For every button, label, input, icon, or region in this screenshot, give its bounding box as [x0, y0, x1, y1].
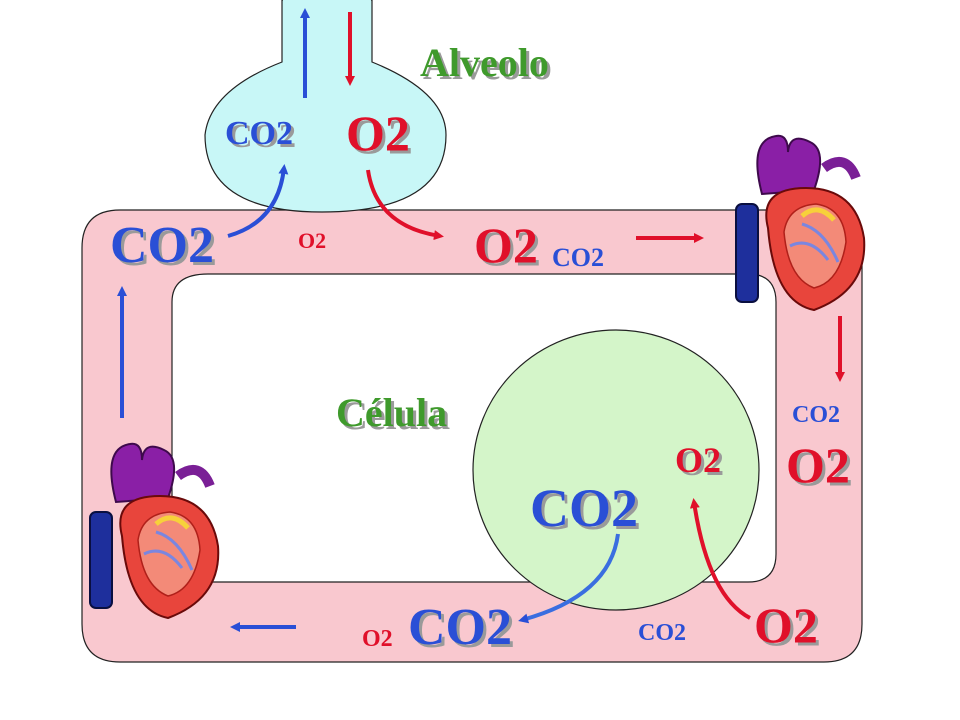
vessel-top-co2-label: CO2 — [110, 217, 214, 274]
vessel-top-o2-label: O2 — [474, 217, 538, 273]
alveolus — [204, 0, 447, 213]
heart-icon-bottom-left — [89, 442, 220, 620]
alveolo-label: Alveolo — [420, 40, 549, 85]
o2-to-cell-arrow — [689, 498, 751, 620]
alveolus-co2-label: CO2 — [225, 115, 293, 152]
vessel-bottom-small-co2-label: CO2 — [638, 620, 686, 646]
vessel-bottom-small-o2-label: O2 — [362, 626, 393, 652]
o2-to-blood-arrow — [366, 169, 444, 241]
vessel-bottom-o2-label: O2 — [754, 597, 818, 653]
cell-o2-label: O2 — [675, 440, 721, 480]
co2-from-cell-arrow — [518, 533, 620, 624]
vessel-bottom-co2-label: CO2 — [408, 599, 512, 656]
vessel-right-co2-label: CO2 — [792, 402, 840, 428]
vessel-right-o2-label: O2 — [786, 437, 850, 493]
vessel-top-small-co2-label: CO2 — [552, 243, 604, 272]
co2-to-alveolus-arrow — [227, 164, 289, 238]
cell — [472, 329, 760, 611]
cell-co2-label: CO2 — [530, 478, 638, 538]
celula-label: Célula — [336, 390, 447, 435]
alveolus-o2-label: O2 — [346, 105, 410, 161]
vessel-top-small-o2-label: O2 — [298, 228, 326, 253]
heart-icon-top-right — [735, 134, 866, 312]
